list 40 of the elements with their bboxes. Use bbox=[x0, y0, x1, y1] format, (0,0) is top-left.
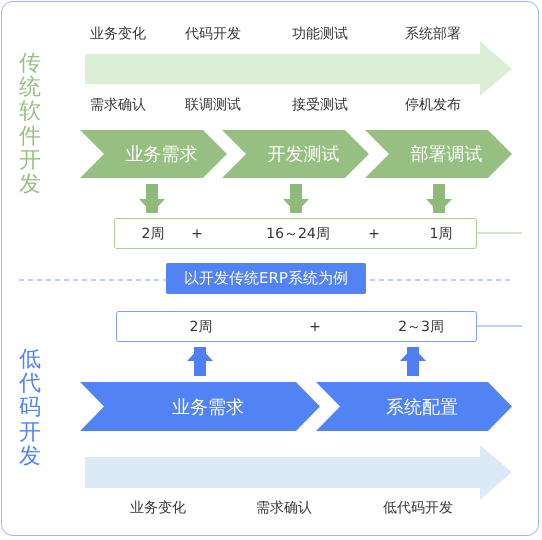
stage-label: 接受测试 bbox=[292, 96, 348, 114]
stage-label: 业务变化 bbox=[130, 499, 186, 517]
duration-text: 2周 bbox=[142, 224, 164, 242]
stage-label: 需求确认 bbox=[256, 499, 312, 517]
block-arrow bbox=[283, 184, 309, 213]
block-arrow bbox=[426, 184, 452, 213]
stage-label: 代码开发 bbox=[185, 25, 241, 43]
badge-text: 以开发传统ERP系统为例 bbox=[184, 269, 348, 288]
stage-label: 需求确认 bbox=[90, 96, 146, 114]
stage-label: 业务变化 bbox=[90, 25, 146, 43]
step-label: 业务需求 bbox=[124, 143, 198, 166]
duration-text: + bbox=[368, 226, 380, 242]
block-arrow bbox=[400, 347, 426, 376]
stage-label: 联调测试 bbox=[185, 96, 241, 114]
duration-box bbox=[116, 311, 477, 342]
example-badge bbox=[166, 263, 366, 294]
duration-text: 2～3周 bbox=[398, 318, 444, 336]
process-step-banner bbox=[80, 382, 320, 431]
stage-label: 系统部署 bbox=[405, 25, 461, 43]
stage-label: 功能测试 bbox=[292, 25, 348, 43]
section-title: 低代码开发 bbox=[19, 348, 41, 469]
step-label: 系统配置 bbox=[385, 396, 458, 418]
duration-text: 2周 bbox=[190, 318, 212, 336]
step-label: 业务需求 bbox=[171, 396, 244, 418]
process-step-banner bbox=[222, 130, 369, 178]
duration-text: + bbox=[309, 318, 321, 334]
step-label: 开发测试 bbox=[266, 143, 340, 166]
block-arrow bbox=[187, 347, 213, 376]
stage-label: 低代码开发 bbox=[383, 499, 453, 517]
duration-box bbox=[114, 218, 477, 249]
process-step-banner bbox=[365, 130, 512, 178]
process-step-banner bbox=[316, 382, 512, 431]
duration-text: 1周 bbox=[430, 224, 452, 242]
stage-label: 停机发布 bbox=[405, 96, 461, 114]
section-title: 传统软件开发 bbox=[19, 52, 41, 198]
block-arrow bbox=[139, 184, 165, 213]
duration-text: 16～24周 bbox=[266, 224, 330, 242]
step-label: 部署调试 bbox=[410, 143, 482, 166]
process-step-banner bbox=[80, 130, 227, 178]
duration-text: + bbox=[191, 226, 203, 242]
